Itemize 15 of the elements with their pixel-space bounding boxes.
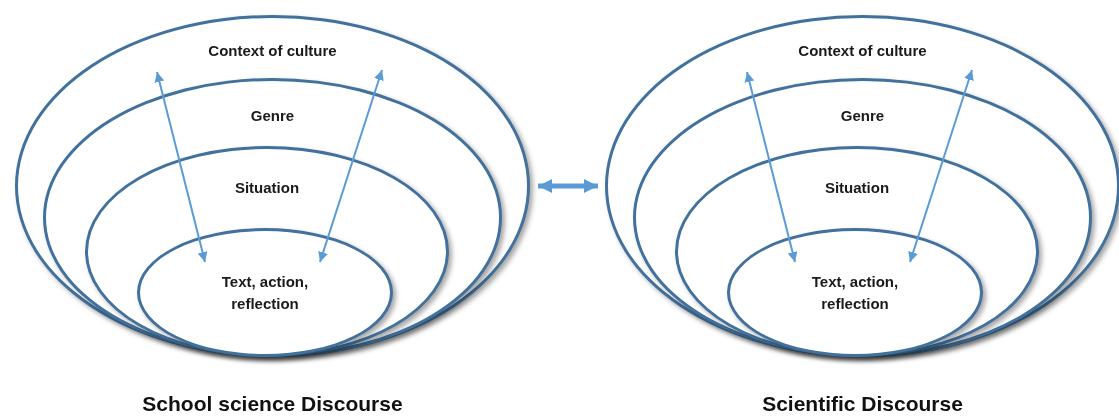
arrow: [744, 71, 798, 263]
region-label: Genre: [839, 106, 886, 126]
region-label: Text, action, reflection: [220, 272, 310, 314]
arrow: [908, 69, 974, 263]
region-label: Text, action, reflection: [810, 272, 900, 314]
region-label: Context of culture: [208, 41, 337, 61]
diagram-caption: Scientific Discourse: [762, 391, 963, 417]
region-label: Genre: [249, 106, 296, 126]
arrow: [154, 71, 208, 263]
arrow: [318, 69, 384, 263]
region-label: Situation: [233, 178, 301, 198]
double-arrow: [538, 179, 598, 193]
region-label: Situation: [823, 178, 891, 198]
diagram-caption: School science Discourse: [142, 391, 403, 417]
region-label: Context of culture: [798, 41, 927, 61]
